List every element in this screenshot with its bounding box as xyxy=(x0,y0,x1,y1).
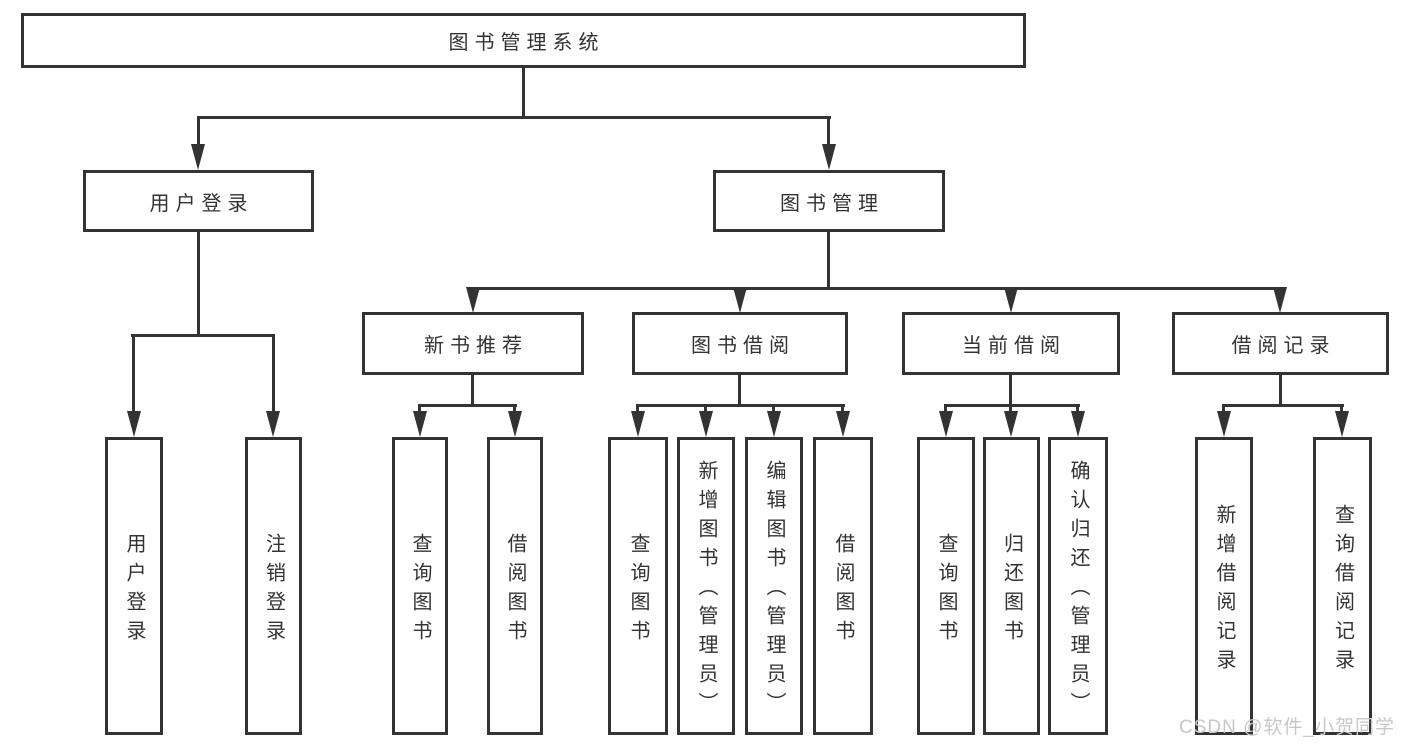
node-leaf-confirm-return-admin: 确认归还（管理员） xyxy=(1048,437,1108,735)
edge-borrow-record-split xyxy=(1223,404,1344,407)
node-label: 注销登录 xyxy=(262,532,285,649)
node-leaf-add-borrow-record: 新增借阅记录 xyxy=(1195,437,1253,735)
arrowhead-leaf-user-login xyxy=(127,411,141,437)
node-label: 确认归还（管理员） xyxy=(1067,460,1089,721)
csdn-watermark: CSDN @软件_小贺同学 xyxy=(1179,717,1395,738)
node-leaf-edit-books-admin: 编辑图书（管理员） xyxy=(745,437,803,735)
edge-book-mgmt-trunk xyxy=(827,232,830,289)
node-label: 查询图书 xyxy=(935,532,957,649)
arrowhead-leaf xyxy=(699,411,713,437)
arrowhead-leaf xyxy=(939,411,953,437)
node-label: 借阅图书 xyxy=(832,532,854,649)
edge-book-borrow-trunk xyxy=(738,375,741,407)
edge-stub xyxy=(1009,404,1012,414)
node-leaf-user-login: 用户登录 xyxy=(105,437,163,735)
edge-borrow-record-trunk xyxy=(1279,375,1282,407)
node-label: 新书推荐 xyxy=(424,335,528,357)
arrowhead-leaf-logout xyxy=(266,411,280,437)
node-leaf-borrow-books-borrow: 借阅图书 xyxy=(813,437,873,735)
arrowhead-current-borrow xyxy=(1004,287,1018,313)
node-label: 查询借阅记录 xyxy=(1331,503,1354,678)
edge-stub xyxy=(944,404,947,414)
edge-stub xyxy=(704,404,707,414)
edge-to-book-mgmt xyxy=(827,116,830,148)
edge-stub xyxy=(772,404,775,414)
node-label: 编辑图书（管理员） xyxy=(763,460,785,721)
arrowhead-leaf xyxy=(508,411,522,437)
node-leaf-query-books-recommend: 查询图书 xyxy=(392,437,448,735)
node-label: 图书管理系统 xyxy=(448,32,605,54)
arrowhead-leaf xyxy=(767,411,781,437)
edge-root-split xyxy=(197,116,831,119)
node-label: 新增图书（管理员） xyxy=(695,460,717,721)
node-borrow-record: 借阅记录 xyxy=(1172,312,1389,375)
arrowhead-leaf xyxy=(1335,411,1349,437)
edge-to-leaf-logout xyxy=(272,334,275,414)
edge-new-book-rec-split xyxy=(419,404,517,407)
arrowhead-book-mgmt xyxy=(822,144,836,170)
node-current-borrow: 当前借阅 xyxy=(902,312,1120,375)
node-label: 查询图书 xyxy=(627,532,649,649)
arrowhead-book-borrow xyxy=(733,287,747,313)
edge-new-book-rec-trunk xyxy=(471,375,474,407)
edge-stub xyxy=(636,404,639,414)
edge-stub xyxy=(1222,404,1225,414)
edge-stub xyxy=(841,404,844,414)
edge-stub xyxy=(1076,404,1079,414)
node-label: 归还图书 xyxy=(1000,532,1023,649)
edge-book-mgmt-split xyxy=(472,287,1282,290)
edge-root-trunk xyxy=(522,68,525,117)
node-label: 图书管理 xyxy=(780,192,884,215)
edge-to-leaf-user-login xyxy=(132,334,135,414)
node-leaf-return-books: 归还图书 xyxy=(983,437,1040,735)
arrowhead-leaf xyxy=(631,411,645,437)
arrowhead-leaf xyxy=(413,411,427,437)
arrowhead-leaf xyxy=(1071,411,1085,437)
edge-book-borrow-split xyxy=(637,404,845,407)
node-label: 当前借阅 xyxy=(962,335,1066,357)
node-leaf-logout: 注销登录 xyxy=(245,437,302,735)
edge-current-borrow-split xyxy=(945,404,1080,407)
arrowhead-new-book-rec xyxy=(466,287,480,313)
edge-stub xyxy=(1340,404,1343,414)
edge-stub xyxy=(513,404,516,414)
edge-current-borrow-trunk xyxy=(1009,375,1012,407)
node-new-book-recommend: 新书推荐 xyxy=(362,312,584,375)
edge-user-login-trunk xyxy=(197,232,200,335)
node-leaf-add-books-admin: 新增图书（管理员） xyxy=(677,437,735,735)
node-label: 新增借阅记录 xyxy=(1213,503,1235,678)
node-label: 借阅图书 xyxy=(504,532,526,649)
arrowhead-leaf xyxy=(1217,411,1231,437)
node-label: 用户登录 xyxy=(149,192,254,215)
node-label: 查询图书 xyxy=(409,532,431,649)
edge-to-user-login xyxy=(197,116,200,148)
arrowhead-leaf xyxy=(1004,411,1018,437)
node-leaf-query-books-current: 查询图书 xyxy=(917,437,975,735)
node-book-borrow: 图书借阅 xyxy=(632,312,848,375)
node-book-management: 图书管理 xyxy=(713,170,945,232)
edge-stub xyxy=(418,404,421,414)
node-label: 图书借阅 xyxy=(691,335,795,357)
node-leaf-borrow-books-recommend: 借阅图书 xyxy=(487,437,543,735)
arrowhead-leaf xyxy=(836,411,850,437)
arrowhead-borrow-record xyxy=(1273,287,1287,313)
node-user-login: 用户登录 xyxy=(83,170,314,232)
node-leaf-query-books-borrow: 查询图书 xyxy=(608,437,668,735)
node-label: 借阅记录 xyxy=(1231,335,1336,357)
node-leaf-query-borrow-record: 查询借阅记录 xyxy=(1313,437,1372,735)
arrowhead-user-login xyxy=(191,144,205,170)
node-label: 用户登录 xyxy=(123,532,145,649)
node-root-library-system: 图书管理系统 xyxy=(21,13,1026,68)
edge-user-login-split xyxy=(131,334,275,337)
